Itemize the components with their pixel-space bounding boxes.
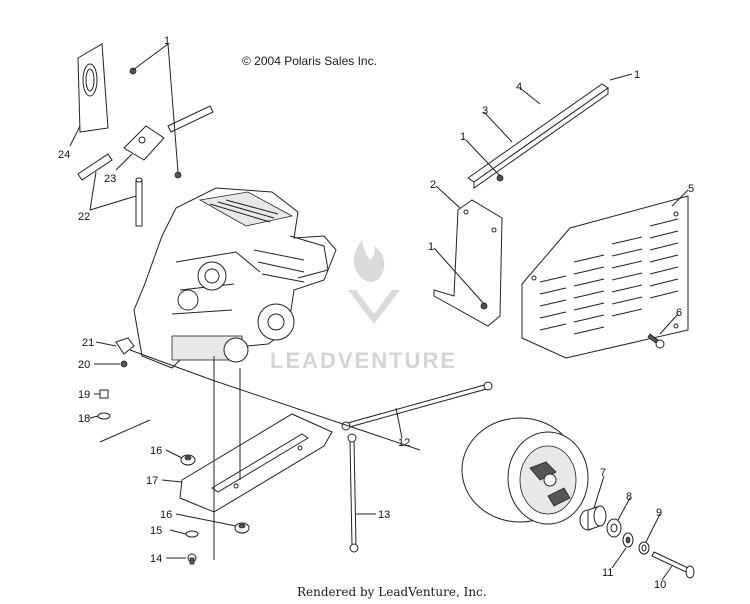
part-18-washer[interactable] xyxy=(97,412,111,420)
part-drive-clutch[interactable] xyxy=(461,417,589,525)
callout-22: 22 xyxy=(78,211,90,223)
callout-1-top-left: 1 xyxy=(164,35,170,47)
part-2-side-bracket[interactable] xyxy=(433,199,503,327)
leader-lines xyxy=(69,43,689,581)
callout-9: 9 xyxy=(656,507,662,519)
callout-4: 4 xyxy=(516,81,522,93)
callout-24: 24 xyxy=(58,149,70,161)
callout-labels: 1 1 1 1 2 3 4 5 6 7 8 9 10 11 12 13 14 1… xyxy=(58,35,694,591)
part-23-bracket[interactable] xyxy=(123,125,165,161)
callout-21: 21 xyxy=(82,337,94,349)
callout-1-side-bracket: 1 xyxy=(428,241,434,253)
part-22-rods[interactable] xyxy=(77,105,214,227)
callout-12: 12 xyxy=(398,437,410,449)
callout-19: 19 xyxy=(78,389,90,401)
part-15-washer[interactable] xyxy=(185,530,199,538)
callout-23: 23 xyxy=(104,173,116,185)
copyright-notice: © 2004 Polaris Sales Inc. xyxy=(242,54,377,68)
part-engine-assembly[interactable] xyxy=(133,187,337,369)
callout-8: 8 xyxy=(626,491,632,503)
part-21-fitting[interactable] xyxy=(115,337,135,355)
rendered-by-footer: Rendered by LeadVenture, Inc. xyxy=(297,585,487,599)
callout-2: 2 xyxy=(430,179,436,191)
part-16-nut-upper[interactable] xyxy=(180,454,196,466)
part-12-cable[interactable] xyxy=(341,381,493,431)
callout-7: 7 xyxy=(600,467,606,479)
part-4-top-panel[interactable] xyxy=(467,83,609,189)
callout-6: 6 xyxy=(676,307,682,319)
part-16-nut-lower[interactable] xyxy=(234,522,250,534)
part-13-cable[interactable] xyxy=(347,433,359,553)
part-7-spacer[interactable] xyxy=(579,505,607,531)
callout-13: 13 xyxy=(378,509,390,521)
callout-1-top-panel: 1 xyxy=(460,131,466,143)
callout-20: 20 xyxy=(78,359,90,371)
callout-10: 10 xyxy=(654,579,666,591)
callout-3: 3 xyxy=(482,105,488,117)
part-5-grille-panel[interactable] xyxy=(521,195,689,359)
callout-15: 15 xyxy=(150,525,162,537)
callout-5: 5 xyxy=(688,183,694,195)
callout-1-top-right: 1 xyxy=(634,69,640,81)
callout-17: 17 xyxy=(146,475,158,487)
callout-11: 11 xyxy=(602,567,613,579)
watermark-text: LEADVENTURE xyxy=(270,348,457,373)
part-6-screw[interactable] xyxy=(647,333,665,349)
watermark-logo: LEADVENTURE xyxy=(270,240,457,373)
part-10-bolt[interactable] xyxy=(651,551,695,579)
part-17-base-plate[interactable] xyxy=(179,413,333,513)
part-14-bolt[interactable] xyxy=(187,553,197,565)
part-9-washer[interactable] xyxy=(638,541,650,555)
callout-14: 14 xyxy=(150,553,162,565)
callout-16-lower: 16 xyxy=(160,509,172,521)
callout-18: 18 xyxy=(78,413,90,425)
part-20-clip[interactable] xyxy=(120,360,128,368)
part-11-washer[interactable] xyxy=(622,532,634,548)
part-19-bolt[interactable] xyxy=(99,389,109,399)
callout-16-upper: 16 xyxy=(150,445,162,457)
part-24-bracket-plate[interactable] xyxy=(77,43,109,133)
part-8-washer[interactable] xyxy=(606,518,622,538)
